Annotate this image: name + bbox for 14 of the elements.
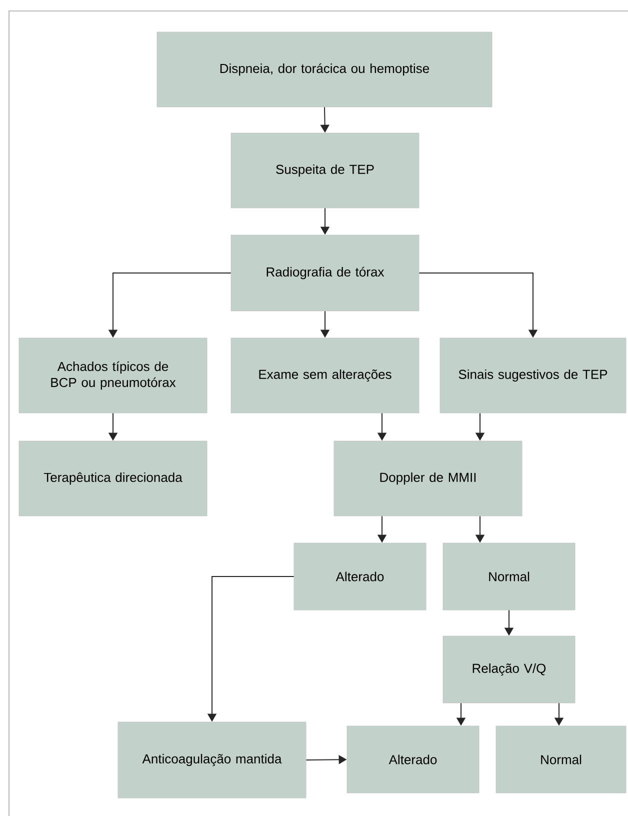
process-box: Exame sem alterações	[230, 338, 420, 414]
process-box: Dispneia, dor torácica ou hemoptise	[156, 32, 492, 108]
process-box: Relação V/Q	[442, 636, 576, 704]
process-box: Achados típicos de BCP ou pneumotórax	[18, 338, 208, 414]
process-box: Normal	[496, 726, 626, 794]
process-box: Terapêutica direcionada	[18, 440, 208, 516]
process-box: Alterado	[294, 542, 426, 610]
process-box: Normal	[442, 542, 576, 610]
process-box: Anticoagulação mantida	[118, 722, 306, 798]
process-box: Alterado	[346, 726, 480, 794]
process-box: Sinais sugestivos de TEP	[440, 338, 626, 414]
process-box: Doppler de MMII	[334, 440, 522, 516]
process-box: Suspeita de TEP	[230, 132, 420, 208]
process-box: Radiografia de tórax	[230, 234, 420, 312]
